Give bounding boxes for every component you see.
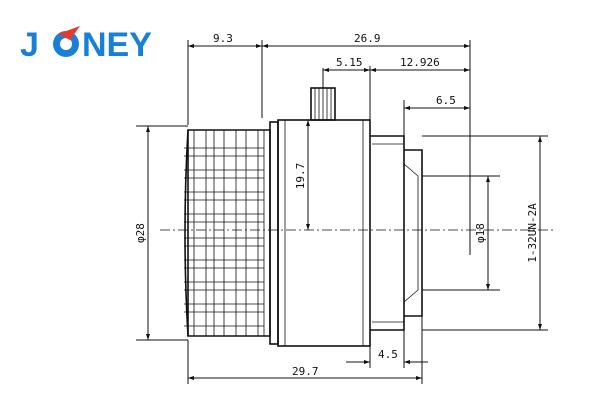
- brand-logo: J NEY: [20, 26, 152, 64]
- dim-label-body-height: 19.7: [294, 163, 307, 190]
- logo-letters-ney: NEY: [82, 26, 152, 64]
- dim-label-flange-width: 9.3: [213, 32, 233, 45]
- locking-screw: [310, 87, 336, 121]
- dim-label-mount-length: 4.5: [378, 348, 398, 361]
- logo-letter-j: J: [20, 26, 39, 64]
- lens-body: [269, 119, 371, 347]
- dim-label-mount-depth: 6.5: [436, 94, 456, 107]
- dim-label-overall-length: 29.7: [292, 365, 319, 378]
- dim-label-screw-offset: 5.15: [336, 56, 363, 69]
- dim-label-back-section: 12.926: [400, 56, 440, 69]
- dim-label-thread: 1-32UN-2A: [526, 203, 539, 263]
- c-mount: [370, 135, 423, 331]
- dimension-lines: [136, 40, 548, 384]
- focus-ring: [184, 129, 271, 337]
- dim-label-overall-upper: 26.9: [354, 32, 381, 45]
- logo-o-mark-icon: [53, 26, 80, 57]
- dim-label-inner-diameter: φ18: [474, 223, 487, 243]
- dim-label-outer-diameter: φ28: [134, 223, 147, 243]
